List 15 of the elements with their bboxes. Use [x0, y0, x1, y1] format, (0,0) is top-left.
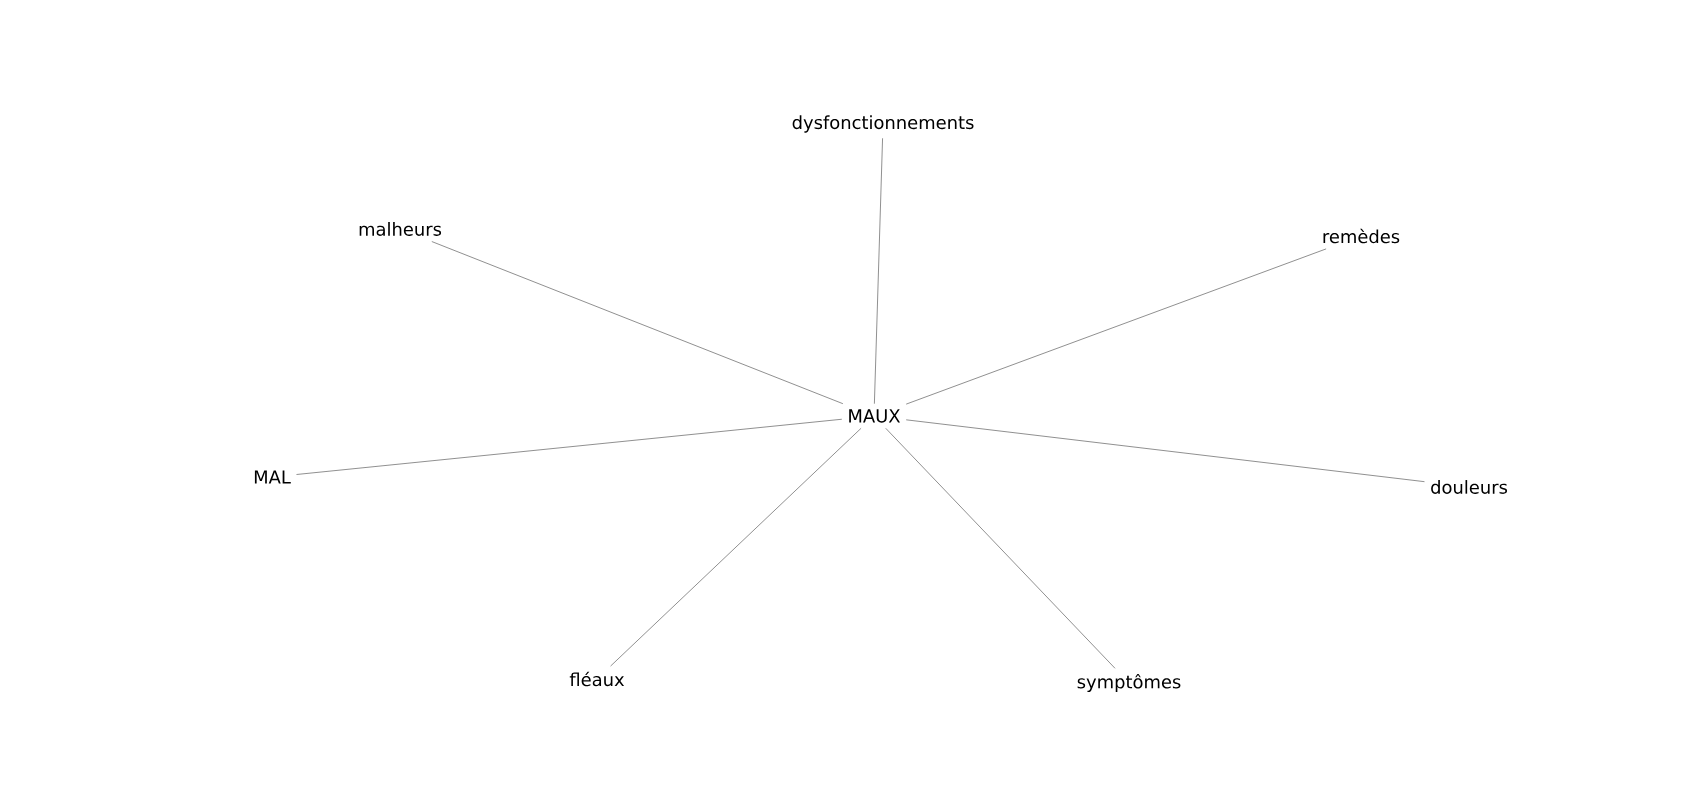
connector-line: [296, 418, 843, 475]
word-label: symptômes: [1077, 673, 1181, 692]
connector-line: [431, 241, 844, 405]
word-label: MAUX: [849, 409, 900, 423]
word-label: douleurs: [1431, 480, 1508, 494]
connector-line: [873, 137, 883, 405]
word-label: MAL: [254, 470, 291, 484]
word-label: dysfonctionnements: [792, 115, 974, 133]
connector-line: [905, 248, 1327, 405]
word-label: remèdes: [1323, 228, 1400, 244]
connector-line: [885, 427, 1116, 669]
connector-line: [610, 427, 862, 667]
word-label: malheurs: [359, 222, 442, 236]
word-label: fléaux: [569, 671, 625, 687]
connector-line: [905, 419, 1425, 483]
